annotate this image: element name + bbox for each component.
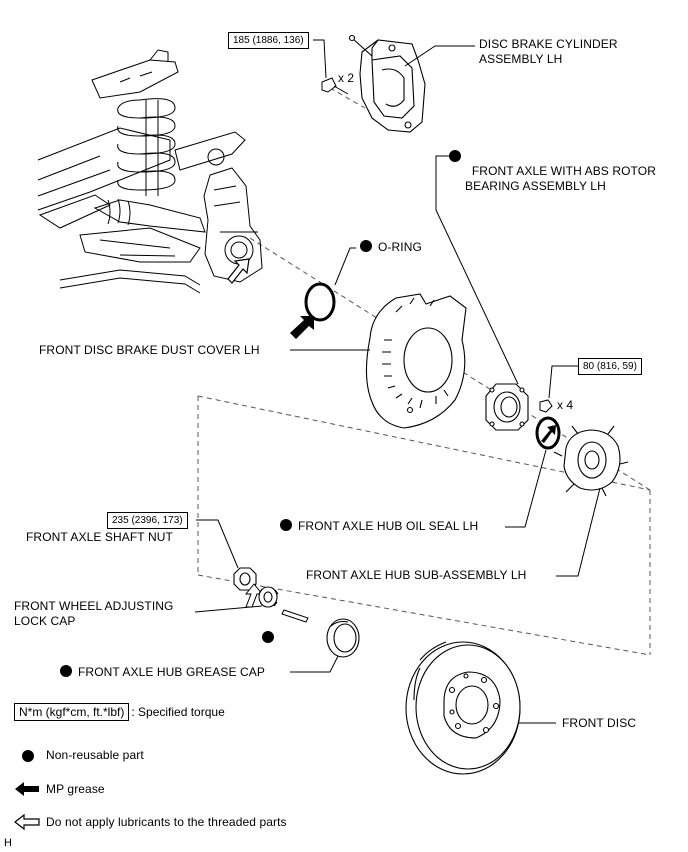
legend-non-reusable-text: Non-reusable part — [46, 748, 144, 762]
cotter-pin-drawing — [281, 609, 309, 623]
leader-lines — [194, 39, 601, 724]
grease-cap-label-text: FRONT AXLE HUB GREASE CAP — [78, 665, 265, 679]
bearing-non-reusable-dot — [449, 150, 461, 162]
bearing-bolt-quantity: x 4 — [557, 398, 574, 412]
front-disc-label: FRONT DISC — [562, 716, 637, 730]
hub-drawing — [553, 425, 629, 497]
bearing-label: FRONT AXLE WITH ABS ROTOR BEARING ASSEMB… — [449, 149, 656, 194]
caliper-label: DISC BRAKE CYLINDER ASSEMBLY LH — [479, 37, 618, 66]
lock-cap-drawing — [258, 586, 279, 608]
shaft-nut-torque-box: 235 (2396, 173) — [107, 512, 188, 529]
oil-seal-label-text: FRONT AXLE HUB OIL SEAL LH — [298, 519, 479, 533]
grease-cap-drawing — [326, 618, 360, 658]
legend-grease-text: MP grease — [46, 782, 105, 796]
shaft-nut-drawing — [233, 567, 257, 591]
shaft-nut-label: FRONT AXLE SHAFT NUT — [26, 530, 173, 544]
shaft-nut-outline-arrow — [244, 583, 264, 608]
grease-cap-non-reusable-dot — [60, 665, 72, 677]
cotter-pin-non-reusable-dot — [262, 631, 274, 643]
o-ring — [304, 282, 336, 322]
knuckle-outline-arrow — [227, 258, 250, 284]
dust-cover-label: FRONT DISC BRAKE DUST COVER LH — [39, 343, 260, 357]
oring-non-reusable-dot — [360, 240, 372, 252]
corner-mark: H — [4, 837, 13, 849]
oil-seal-label: FRONT AXLE HUB OIL SEAL LH — [280, 519, 478, 534]
suspension-assembly — [37, 49, 263, 294]
legend-torque-box: N*m (kgf*cm, ft.*lbf) — [14, 703, 130, 721]
legend-no-lube-arrow — [14, 813, 40, 831]
front-disc-drawing — [405, 641, 521, 775]
legend-grease-arrow — [15, 782, 39, 796]
oring-label-text: O-RING — [378, 240, 422, 254]
coil-spring — [117, 98, 176, 196]
dust-cover-drawing — [365, 293, 467, 429]
legend-torque-row: N*m (kgf*cm, ft.*lbf) : Specified torque — [14, 703, 225, 721]
caliper-bolt — [321, 77, 349, 95]
bearing-torque-box: 80 (816, 59) — [578, 358, 642, 375]
grease-cap-label: FRONT AXLE HUB GREASE CAP — [60, 665, 265, 680]
o-ring-grease-arrow — [290, 316, 314, 339]
bearing-bolt — [539, 399, 553, 413]
bearing-label-text: FRONT AXLE WITH ABS ROTOR BEARING ASSEMB… — [465, 164, 656, 193]
hub-label: FRONT AXLE HUB SUB-ASSEMBLY LH — [306, 568, 527, 582]
legend-no-lube-text: Do not apply lubricants to the threaded … — [46, 815, 287, 829]
legend-torque-desc: : Specified torque — [131, 705, 225, 719]
caliper-drawing — [348, 34, 426, 133]
caliper-bolt-quantity: x 2 — [338, 71, 355, 85]
legend-non-reusable-dot — [22, 750, 34, 762]
oil-seal-grease-arrow — [541, 425, 556, 443]
lock-cap-label: FRONT WHEEL ADJUSTING LOCK CAP — [14, 599, 174, 628]
oring-label: O-RING — [360, 240, 422, 255]
caliper-torque-box: 185 (1886, 136) — [228, 32, 309, 49]
bearing-drawing — [485, 383, 529, 431]
oil-seal-non-reusable-dot — [280, 519, 292, 531]
